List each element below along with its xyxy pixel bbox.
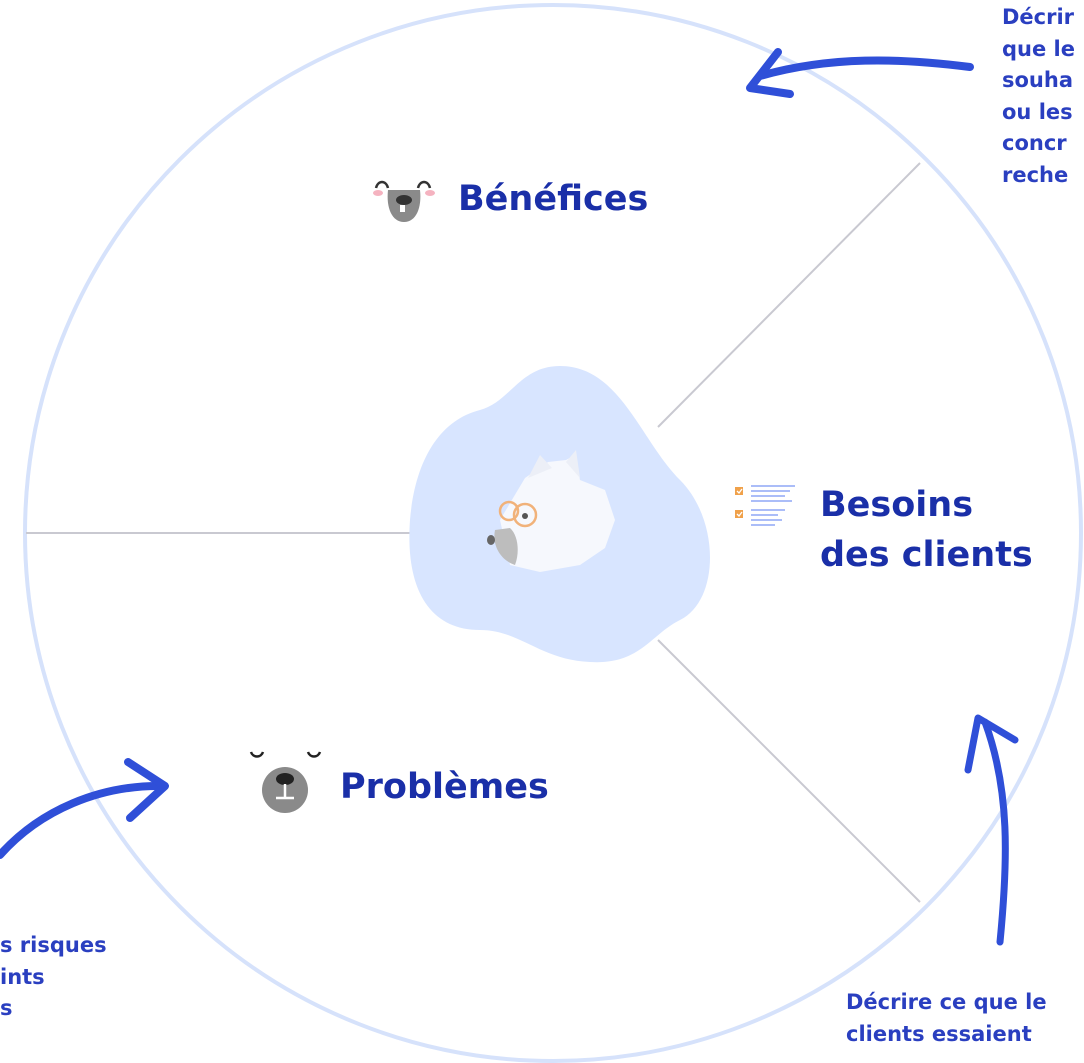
label-benefices: Bénéfices <box>458 179 649 219</box>
note-bottom-right: Décrire ce que le clients essaient <box>846 987 1047 1050</box>
note-top-right: Décrir que le souha ou les concr reche <box>1002 2 1075 191</box>
note-line: s <box>0 996 13 1020</box>
note-line: ou les <box>1002 99 1073 124</box>
note-line: concr <box>1002 131 1067 155</box>
note-line: Décrir <box>1002 5 1075 29</box>
happy-bear-icon <box>373 180 435 222</box>
checklist-icon <box>735 485 795 526</box>
label-besoins-clients: Besoins des clients <box>820 481 1033 580</box>
note-line: que le <box>1002 36 1075 61</box>
note-line: Décrire ce que le <box>846 990 1047 1014</box>
note-line: clients essaient <box>846 1021 1032 1046</box>
arrow-bottom-right <box>964 714 1019 946</box>
label-problemes: Problèmes <box>340 767 549 807</box>
fox-with-glasses-icon <box>487 450 615 572</box>
label-besoins-line1: Besoins <box>820 485 974 525</box>
note-line: reche <box>1002 162 1069 187</box>
label-besoins-line2: des clients <box>820 534 1033 575</box>
divider-top-right <box>657 162 921 428</box>
note-line: ints <box>0 964 45 989</box>
arrow-bottom-left <box>0 758 169 859</box>
arrow-top-right <box>746 48 974 98</box>
divider-bottom-right <box>657 639 921 903</box>
note-bottom-left: s risques ints s <box>0 930 107 1025</box>
sad-bear-icon <box>249 751 322 813</box>
note-line: s risques <box>0 933 107 957</box>
outer-circle <box>23 3 1083 1063</box>
note-line: souha <box>1002 68 1073 92</box>
